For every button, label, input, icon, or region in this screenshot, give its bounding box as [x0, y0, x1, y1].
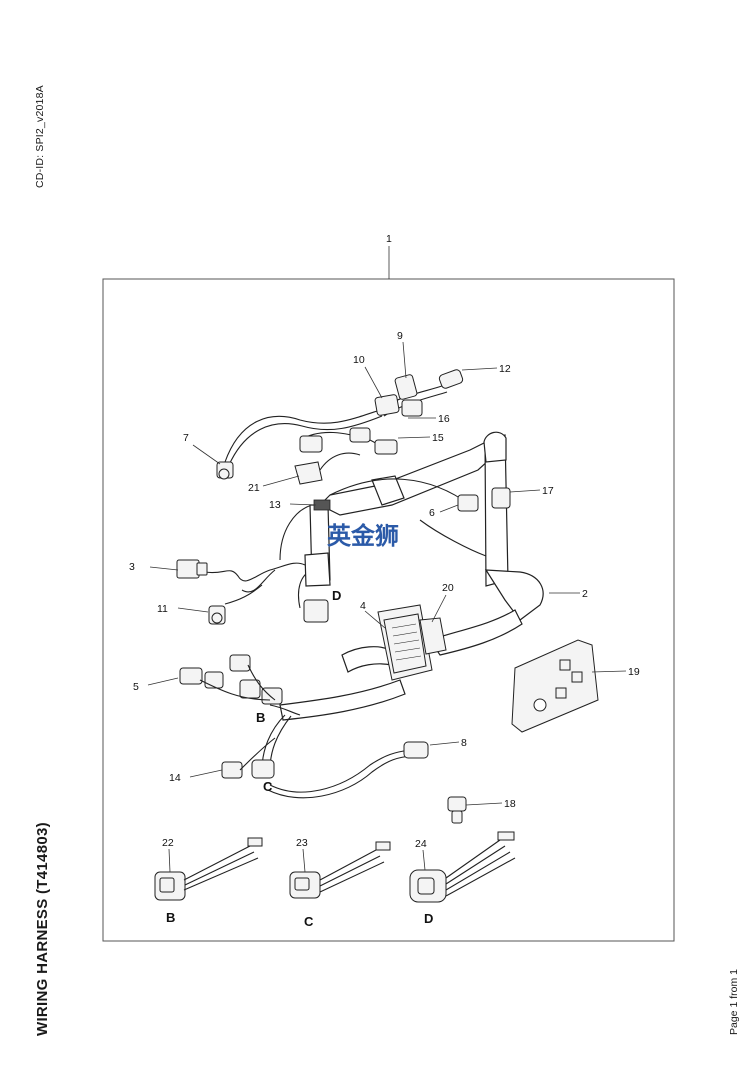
callout-14: 14	[169, 772, 181, 784]
callout-3: 3	[129, 561, 135, 573]
letter-c-kit: C	[304, 914, 314, 929]
watermark-text: 英金狮	[327, 522, 399, 550]
callout-24: 24	[415, 838, 427, 850]
diagram-frame	[102, 278, 675, 942]
letter-c-harness: C	[263, 779, 273, 794]
connector-kit-23	[289, 841, 391, 899]
callout-5: 5	[133, 681, 139, 693]
callout-18: 18	[504, 798, 516, 810]
callout-10: 10	[353, 354, 365, 366]
callout-12: 12	[499, 363, 511, 375]
callout-8: 8	[461, 737, 467, 749]
callout-11: 11	[157, 603, 168, 615]
connector-kit-24	[409, 831, 516, 903]
letter-b-harness: B	[256, 710, 265, 725]
harness-illustration	[154, 369, 599, 903]
view-letters: D B C B C D	[166, 588, 433, 929]
callout-labels: 2 3 4 5 6 7 8 9 10 11 12 13 14 15 16 17 …	[129, 330, 640, 850]
callout-16: 16	[438, 413, 450, 425]
letter-d-kit: D	[424, 911, 433, 926]
letter-d-harness: D	[332, 588, 341, 603]
callout-4: 4	[360, 600, 366, 612]
callout-13: 13	[269, 499, 281, 511]
callout-1: 1	[386, 233, 392, 245]
callout-6: 6	[429, 507, 435, 519]
callout-19: 19	[628, 666, 640, 678]
callout-21: 21	[248, 482, 260, 494]
callout-15: 15	[432, 432, 444, 444]
letter-b-kit: B	[166, 910, 175, 925]
callout-17: 17	[542, 485, 554, 497]
callout-2: 2	[582, 588, 588, 600]
leader-lines	[147, 341, 627, 873]
callout-9: 9	[397, 330, 403, 342]
callout-7: 7	[183, 432, 189, 444]
callout-23: 23	[296, 837, 308, 849]
callout-22: 22	[162, 837, 174, 849]
callout-20: 20	[442, 582, 454, 594]
